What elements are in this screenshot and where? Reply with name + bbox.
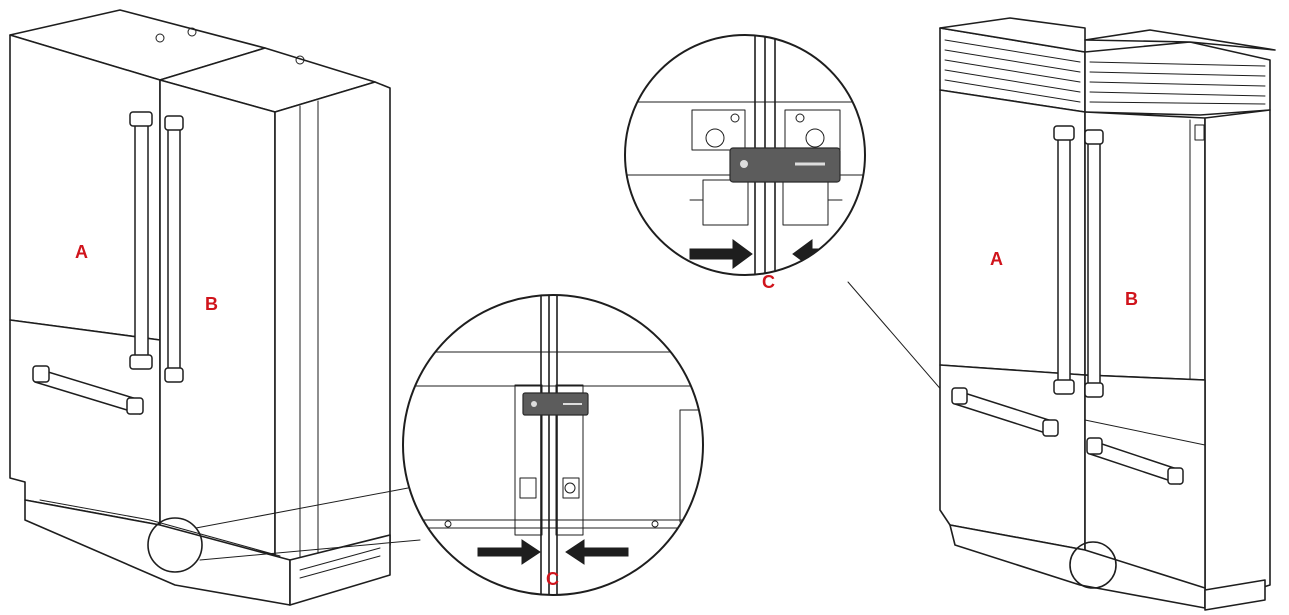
right-drawer-handle-a-cap-l xyxy=(951,387,968,405)
left-zoom-alignment-bracket xyxy=(522,392,589,416)
right-fridge-side xyxy=(1204,109,1271,606)
right-label-a: A xyxy=(990,249,1003,269)
right-drawer-handle-a-cap-r xyxy=(1042,419,1059,437)
left-label-a: A xyxy=(75,242,88,262)
left-handle-a-cap-top xyxy=(129,111,153,127)
left-fridge-side xyxy=(274,81,391,576)
left-handle-b-cap-bottom xyxy=(164,367,184,383)
right-label-c: C xyxy=(762,272,775,292)
right-top-right-lid xyxy=(1084,29,1276,51)
left-zoom-arrow-left xyxy=(565,539,629,565)
left-leader-top xyxy=(195,487,409,529)
left-label-c: C xyxy=(546,569,559,589)
right-zoom-hex-right xyxy=(805,128,825,148)
right-zoom-screw-r xyxy=(795,113,805,123)
right-zoom-bracket-screw xyxy=(740,160,748,168)
right-grille-slats-right xyxy=(1089,61,1266,105)
right-handle-a-cap-top xyxy=(1053,125,1075,141)
left-zoom-screw xyxy=(564,482,576,494)
right-handle-b xyxy=(1087,132,1101,396)
right-refrigerator: A B xyxy=(939,17,1276,611)
right-handle-a xyxy=(1057,129,1071,393)
left-zoom-arrow-right xyxy=(477,539,541,565)
left-handle-b xyxy=(167,117,181,379)
right-drawer-handle-b-cap-r xyxy=(1167,467,1184,485)
left-label-b: B xyxy=(205,294,218,314)
left-top-hole-3 xyxy=(295,55,305,65)
left-zoom-circle xyxy=(402,294,704,596)
right-detail-marker xyxy=(1069,541,1117,589)
left-zoom-bracket-screw xyxy=(531,401,537,407)
left-detail-zoom: C xyxy=(402,294,704,596)
left-top-hole-2 xyxy=(187,27,197,37)
left-zoom-foot-r xyxy=(651,520,659,528)
right-door-b xyxy=(1084,111,1206,381)
right-detail-zoom: C xyxy=(624,34,1079,549)
left-toe-kick xyxy=(39,499,281,557)
left-zoom-hinge-right xyxy=(555,384,584,536)
right-drawer-split xyxy=(1084,419,1206,446)
left-drawer-handle-cap-l xyxy=(32,365,50,383)
right-zoom-arrow-right xyxy=(689,239,753,269)
right-handle-b-cap-top xyxy=(1084,129,1104,145)
left-handle-a xyxy=(134,114,149,366)
right-handle-b-cap-bottom xyxy=(1084,382,1104,398)
left-handle-b-cap-top xyxy=(164,115,184,131)
right-plinth-side xyxy=(1204,579,1266,611)
left-plinth-vent xyxy=(299,547,381,579)
left-refrigerator: A B xyxy=(9,9,421,606)
right-grille-slats-left xyxy=(944,39,1081,103)
right-drawer-handle-b-cap-l xyxy=(1086,437,1103,455)
left-detail-marker xyxy=(147,517,203,573)
left-zoom-block-l xyxy=(519,477,537,499)
right-handle-a-cap-bottom xyxy=(1053,379,1075,395)
left-handle-a-cap-bottom xyxy=(129,354,153,370)
left-zoom-door-gap xyxy=(540,295,558,595)
right-zoom-screw-l xyxy=(730,113,740,123)
left-zoom-block-r xyxy=(562,477,580,499)
left-top-hole-1 xyxy=(155,33,165,43)
right-zoom-block-l xyxy=(702,179,749,226)
right-zoom-hex-left xyxy=(705,128,725,148)
right-top-left-lid xyxy=(939,17,1086,53)
right-zoom-alignment-bracket xyxy=(729,147,841,183)
right-label-b: B xyxy=(1125,289,1138,309)
left-zoom-hinge-left xyxy=(514,384,543,536)
left-leader-bottom xyxy=(199,539,421,561)
right-side-latch xyxy=(1194,124,1205,141)
left-drawer-handle-cap-r xyxy=(126,397,144,415)
left-zoom-foot-l xyxy=(444,520,452,528)
